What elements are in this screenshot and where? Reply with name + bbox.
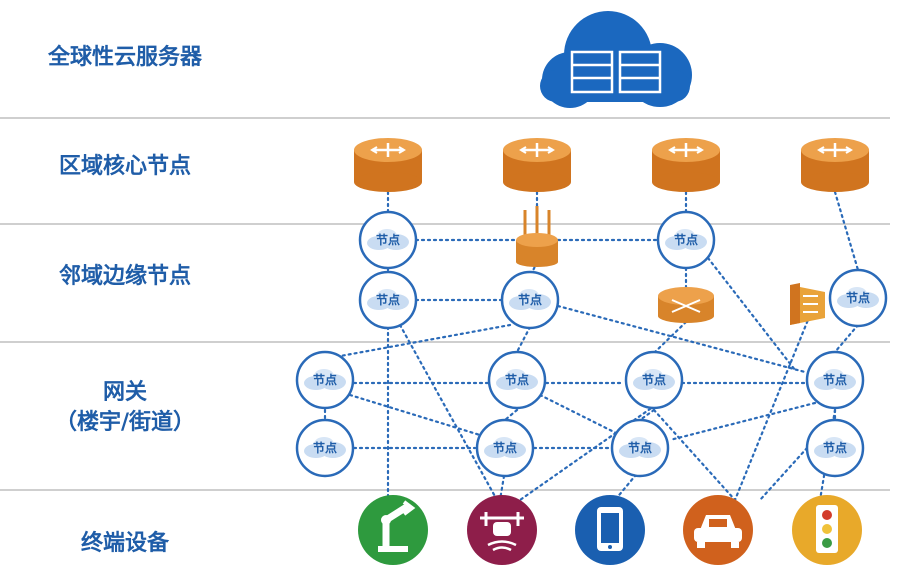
terminal-car-icon <box>683 495 753 565</box>
node-label: 节点 <box>376 232 400 247</box>
network-node: 节点 <box>805 418 865 478</box>
layer-label-cloud: 全球性云服务器 <box>47 45 202 70</box>
network-links <box>323 190 860 502</box>
node-label: 节点 <box>823 440 847 455</box>
layer-label-core: 区域核心节点 <box>58 154 191 179</box>
layer-label-terminal: 终端设备 <box>80 531 169 556</box>
network-node: 节点 <box>487 350 547 410</box>
terminal-robot-arm-icon <box>358 495 428 565</box>
node-label: 节点 <box>518 292 542 307</box>
network-node: 节点 <box>295 350 355 410</box>
terminal-traffic-light-icon <box>792 495 862 565</box>
edge-router-antenna-icon <box>516 206 558 267</box>
network-node: 节点 <box>358 210 418 270</box>
network-nodes: 节点节点节点节点节点节点节点节点节点节点节点节点节点 <box>295 210 888 478</box>
node-label: 节点 <box>628 440 652 455</box>
core-router-icon <box>652 138 720 192</box>
network-node: 节点 <box>610 418 670 478</box>
node-label: 节点 <box>493 440 517 455</box>
edge-switch-icon <box>790 283 825 325</box>
network-node: 节点 <box>624 350 684 410</box>
network-node: 节点 <box>656 210 716 270</box>
layer-dividers <box>0 117 890 491</box>
core-router-icon <box>354 138 422 192</box>
network-node: 节点 <box>500 270 560 330</box>
network-node: 节点 <box>358 270 418 330</box>
network-node: 节点 <box>805 350 865 410</box>
node-label: 节点 <box>823 372 847 387</box>
node-label: 节点 <box>505 372 529 387</box>
core-routers <box>354 138 869 192</box>
layer-label-gateway-line2: （楼宇/街道） <box>54 410 196 435</box>
terminal-drone-icon <box>467 495 537 565</box>
network-node: 节点 <box>295 418 355 478</box>
network-node: 节点 <box>828 268 888 328</box>
node-label: 节点 <box>642 372 666 387</box>
edge-router-icon <box>658 287 714 323</box>
core-router-icon <box>801 138 869 192</box>
node-label: 节点 <box>376 292 400 307</box>
layer-label-edge: 邻域边缘节点 <box>58 264 191 289</box>
core-router-icon <box>503 138 571 192</box>
layer-label-gateway-line1: 网关 <box>102 380 147 405</box>
node-label: 节点 <box>313 440 337 455</box>
node-label: 节点 <box>674 232 698 247</box>
node-label: 节点 <box>846 290 870 305</box>
node-label: 节点 <box>313 372 337 387</box>
terminal-smartphone-icon <box>575 495 645 565</box>
network-node: 节点 <box>475 418 535 478</box>
cloud-server-icon <box>540 11 692 108</box>
